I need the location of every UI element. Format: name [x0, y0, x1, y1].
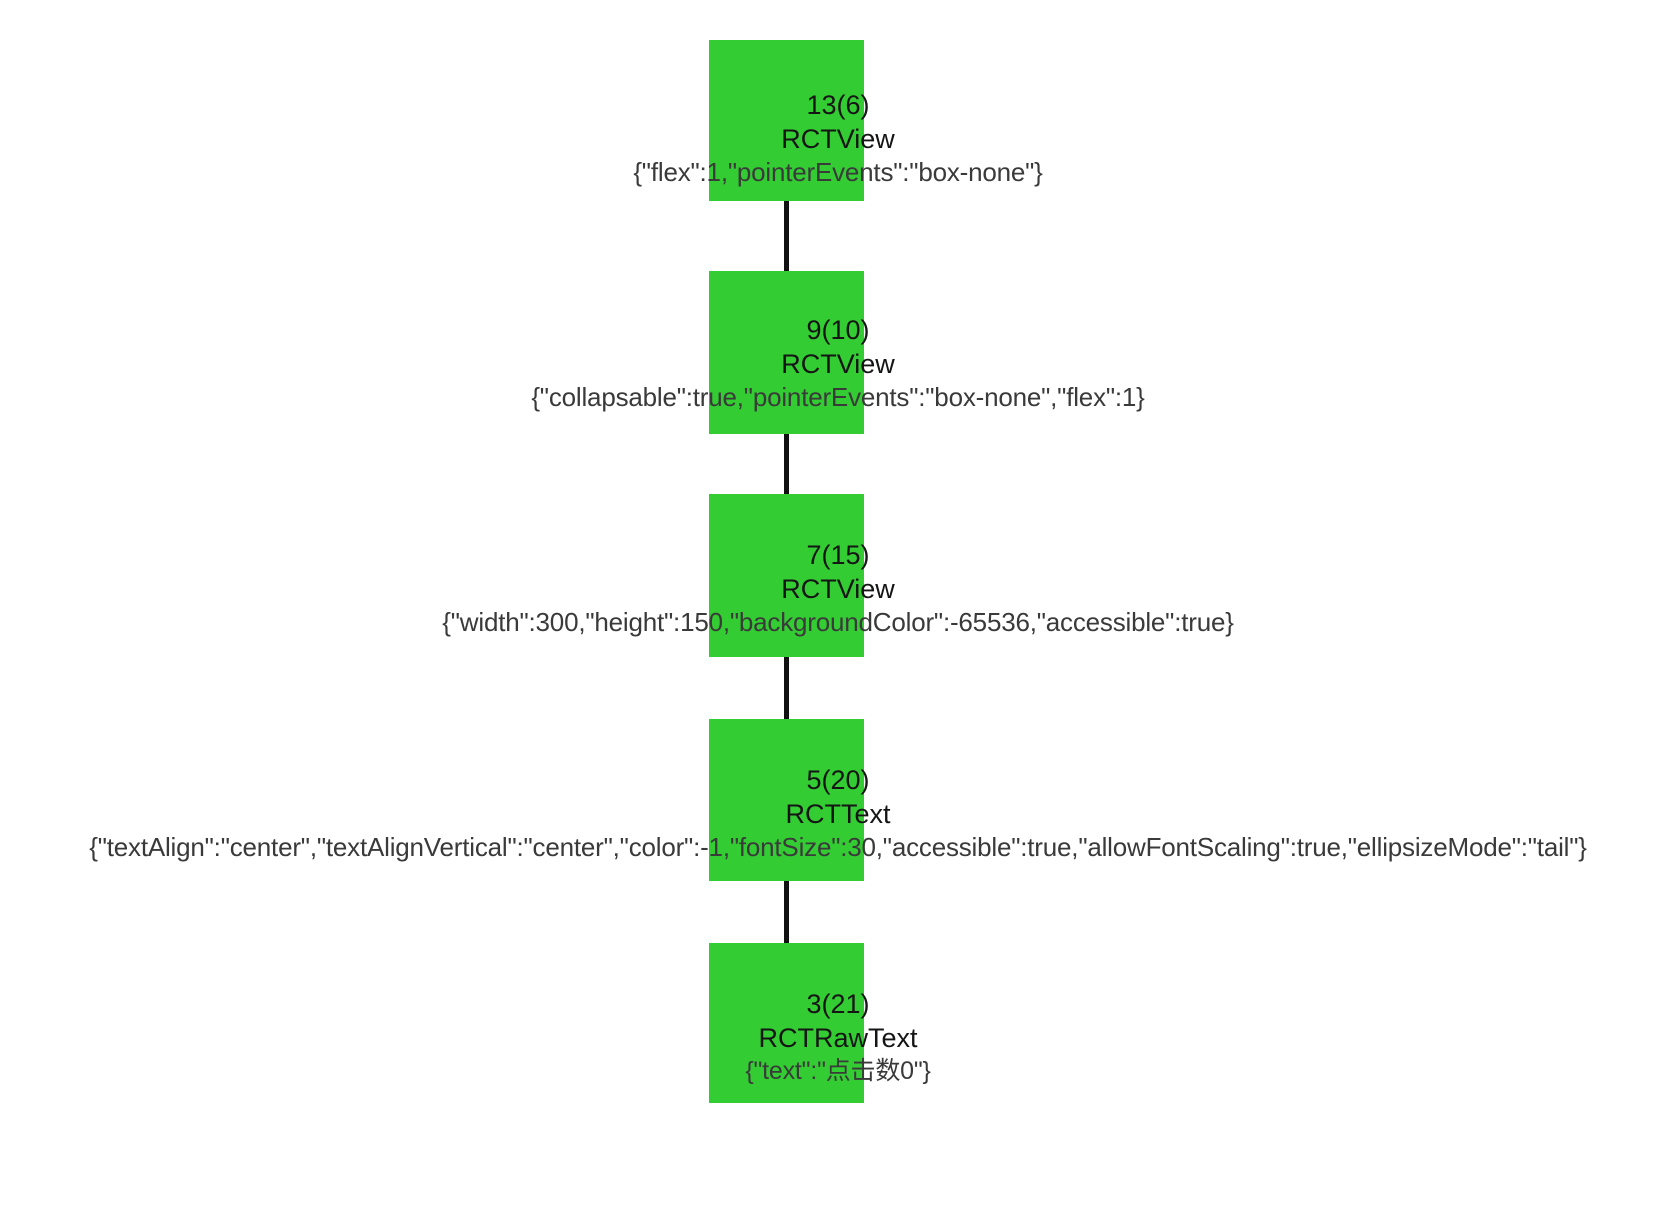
node-box-rctview-13[interactable] [709, 40, 864, 201]
edge-13-to-9 [784, 200, 789, 272]
edge-5-to-3 [784, 880, 789, 944]
edge-9-to-7 [784, 433, 789, 495]
node-box-rctview-7[interactable] [709, 494, 864, 657]
edge-7-to-5 [784, 656, 789, 720]
node-box-rctview-9[interactable] [709, 271, 864, 434]
node-box-rctrawtext-3[interactable] [709, 943, 864, 1103]
node-box-rcttext-5[interactable] [709, 719, 864, 881]
